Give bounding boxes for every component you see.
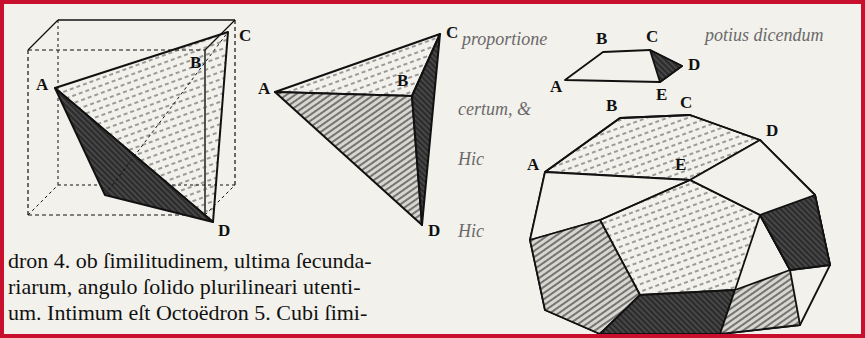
dodecahedron-figure [530,115,830,334]
vertex-letter: D [428,222,440,239]
vertex-letter: C [446,24,458,41]
background-text: Hic [458,222,484,240]
vertex-letter: B [596,30,607,47]
vertex-letter: A [550,78,562,95]
background-text: potius dicendum [705,26,824,44]
vertex-letter: A [36,76,48,93]
vertex-letter: D [688,56,700,73]
vertex-letter: B [397,72,408,89]
pentagon-figure [565,50,682,82]
text-line: riarum, angulo ſolido plurilineari utent… [8,276,361,298]
text-line: um. Intimum eſt Octoëdron 5. Cubi ſimi- [8,302,367,324]
tetrahedron-in-cube [55,32,228,222]
vertex-letter: E [656,86,667,103]
vertex-letter: A [527,156,539,173]
background-text: proportione [462,30,547,48]
vertex-letter: D [218,222,230,239]
background-text: certum, & [458,100,531,118]
vertex-letter: B [190,54,201,71]
text-line: dron 4. ob ſimilitudinem, ultima ſecunda… [8,250,372,272]
vertex-letter: D [766,122,778,139]
background-text: Hic [458,150,484,168]
vertex-letter: C [680,94,692,111]
vertex-letter: A [258,80,270,97]
vertex-letter: C [646,28,658,45]
vertex-letter: E [675,156,686,173]
vertex-letter: C [239,27,251,44]
tetrahedron-figure [275,34,440,225]
vertex-letter: B [606,97,617,114]
